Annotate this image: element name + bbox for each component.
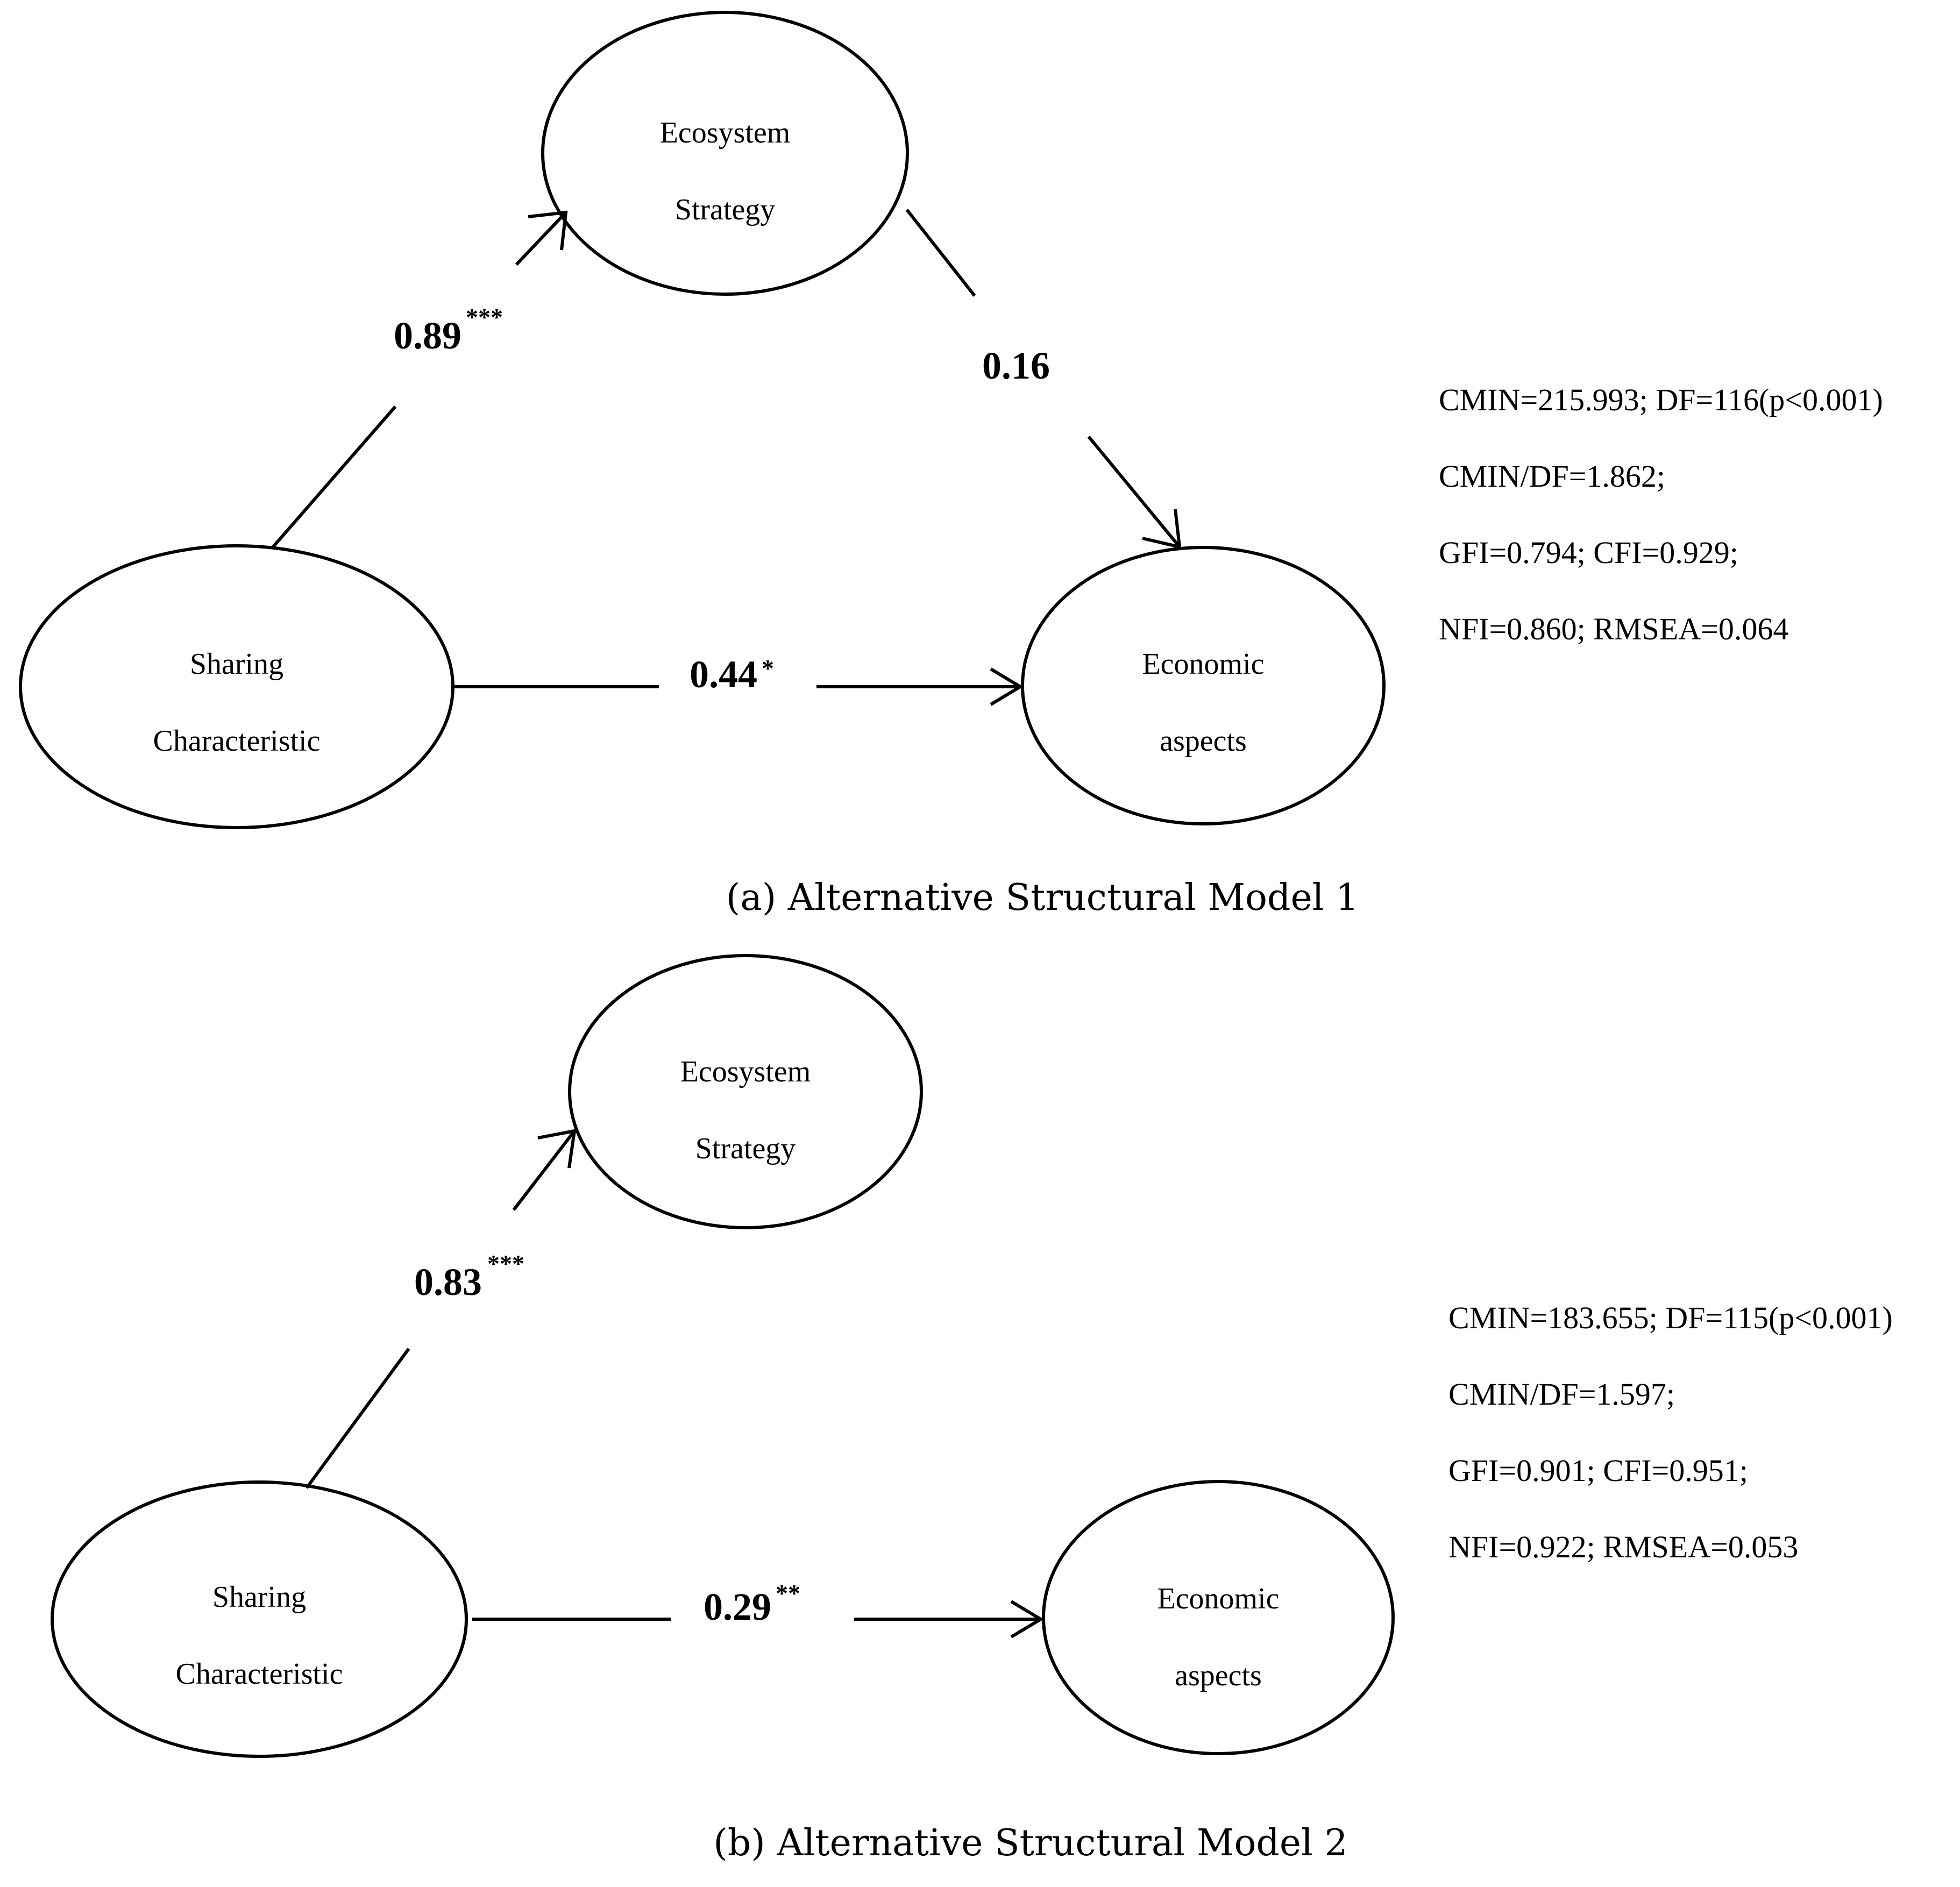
fit-line-2-a: CMIN/DF=1.862; xyxy=(1439,459,1665,494)
ecosystem-label-line2-a: Strategy xyxy=(675,193,776,226)
fit-line-1-b: CMIN=183.655; DF=115(p<0.001) xyxy=(1448,1300,1893,1335)
ecosystem-strategy-node-b xyxy=(568,954,923,1229)
edge-ecosystem-economic-upper-a xyxy=(905,209,976,297)
economic-label-line2-a: aspects xyxy=(1160,724,1247,758)
ecosystem-label-line2-b: Strategy xyxy=(695,1132,796,1165)
coef-sharing-economic-b: 0.29 xyxy=(704,1585,771,1628)
fit-line-4-a: NFI=0.860; RMSEA=0.064 xyxy=(1439,611,1788,646)
edge-sharing-ecosystem-lower-a xyxy=(270,405,397,550)
panel-b: Ecosystem Strategy Sharing Characteristi… xyxy=(51,954,1893,1864)
coef-sharing-ecosystem-a: 0.89 xyxy=(394,314,461,357)
arrowhead-sharing-economic-a xyxy=(990,667,1024,706)
edge-sharing-ecosystem-lower-b xyxy=(305,1348,410,1489)
sharing-characteristic-node-b xyxy=(51,1480,468,1758)
fit-line-3-b: GFI=0.901; CFI=0.951; xyxy=(1448,1453,1748,1488)
coef-sharing-economic-a: 0.44 xyxy=(690,653,757,696)
arrowhead-ecosystem-economic-a xyxy=(1142,509,1182,549)
ecosystem-strategy-node-a xyxy=(541,11,909,296)
sig-sharing-economic-a: * xyxy=(762,654,774,682)
panel-a: Ecosystem Strategy Sharing Characteristi… xyxy=(19,11,1883,919)
economic-label-line2-b: aspects xyxy=(1175,1659,1262,1692)
coef-ecosystem-economic-a: 0.16 xyxy=(982,344,1050,387)
economic-aspects-node-a xyxy=(1021,546,1386,825)
sharing-characteristic-node-a xyxy=(19,544,455,829)
sig-sharing-economic-b: ** xyxy=(776,1579,800,1607)
edge-ecosystem-economic-lower-a xyxy=(1087,436,1181,548)
sharing-label-line2-b: Characteristic xyxy=(176,1657,343,1691)
sharing-label-line1-b: Sharing xyxy=(212,1580,306,1614)
caption-b: (b) Alternative Structural Model 2 xyxy=(713,1822,1348,1864)
edge-sharing-ecosystem-upper-a xyxy=(515,211,567,266)
economic-label-line1-a: Economic xyxy=(1142,647,1264,681)
fit-line-2-b: CMIN/DF=1.597; xyxy=(1448,1377,1675,1412)
economic-aspects-node-b xyxy=(1042,1480,1395,1755)
caption-a: (a) Alternative Structural Model 1 xyxy=(726,877,1359,919)
economic-label-line1-b: Economic xyxy=(1157,1582,1279,1615)
arrowhead-sharing-economic-b xyxy=(1010,1600,1044,1639)
sharing-label-line2-a: Characteristic xyxy=(153,724,321,758)
fit-line-4-b: NFI=0.922; RMSEA=0.053 xyxy=(1448,1529,1798,1564)
sig-sharing-ecosystem-a: *** xyxy=(466,303,503,331)
sig-sharing-ecosystem-b: *** xyxy=(487,1250,524,1277)
fit-line-3-a: GFI=0.794; CFI=0.929; xyxy=(1439,535,1738,570)
ecosystem-label-line1-b: Ecosystem xyxy=(680,1055,811,1088)
coef-sharing-ecosystem-b: 0.83 xyxy=(414,1261,482,1304)
edge-sharing-ecosystem-upper-b xyxy=(512,1130,576,1211)
sharing-label-line1-a: Sharing xyxy=(190,647,283,681)
arrowhead-sharing-ecosystem-a xyxy=(528,210,568,251)
ecosystem-label-line1-a: Ecosystem xyxy=(660,116,791,149)
fit-line-1-a: CMIN=215.993; DF=116(p<0.001) xyxy=(1439,382,1883,417)
arrowhead-sharing-ecosystem-b xyxy=(537,1129,577,1169)
